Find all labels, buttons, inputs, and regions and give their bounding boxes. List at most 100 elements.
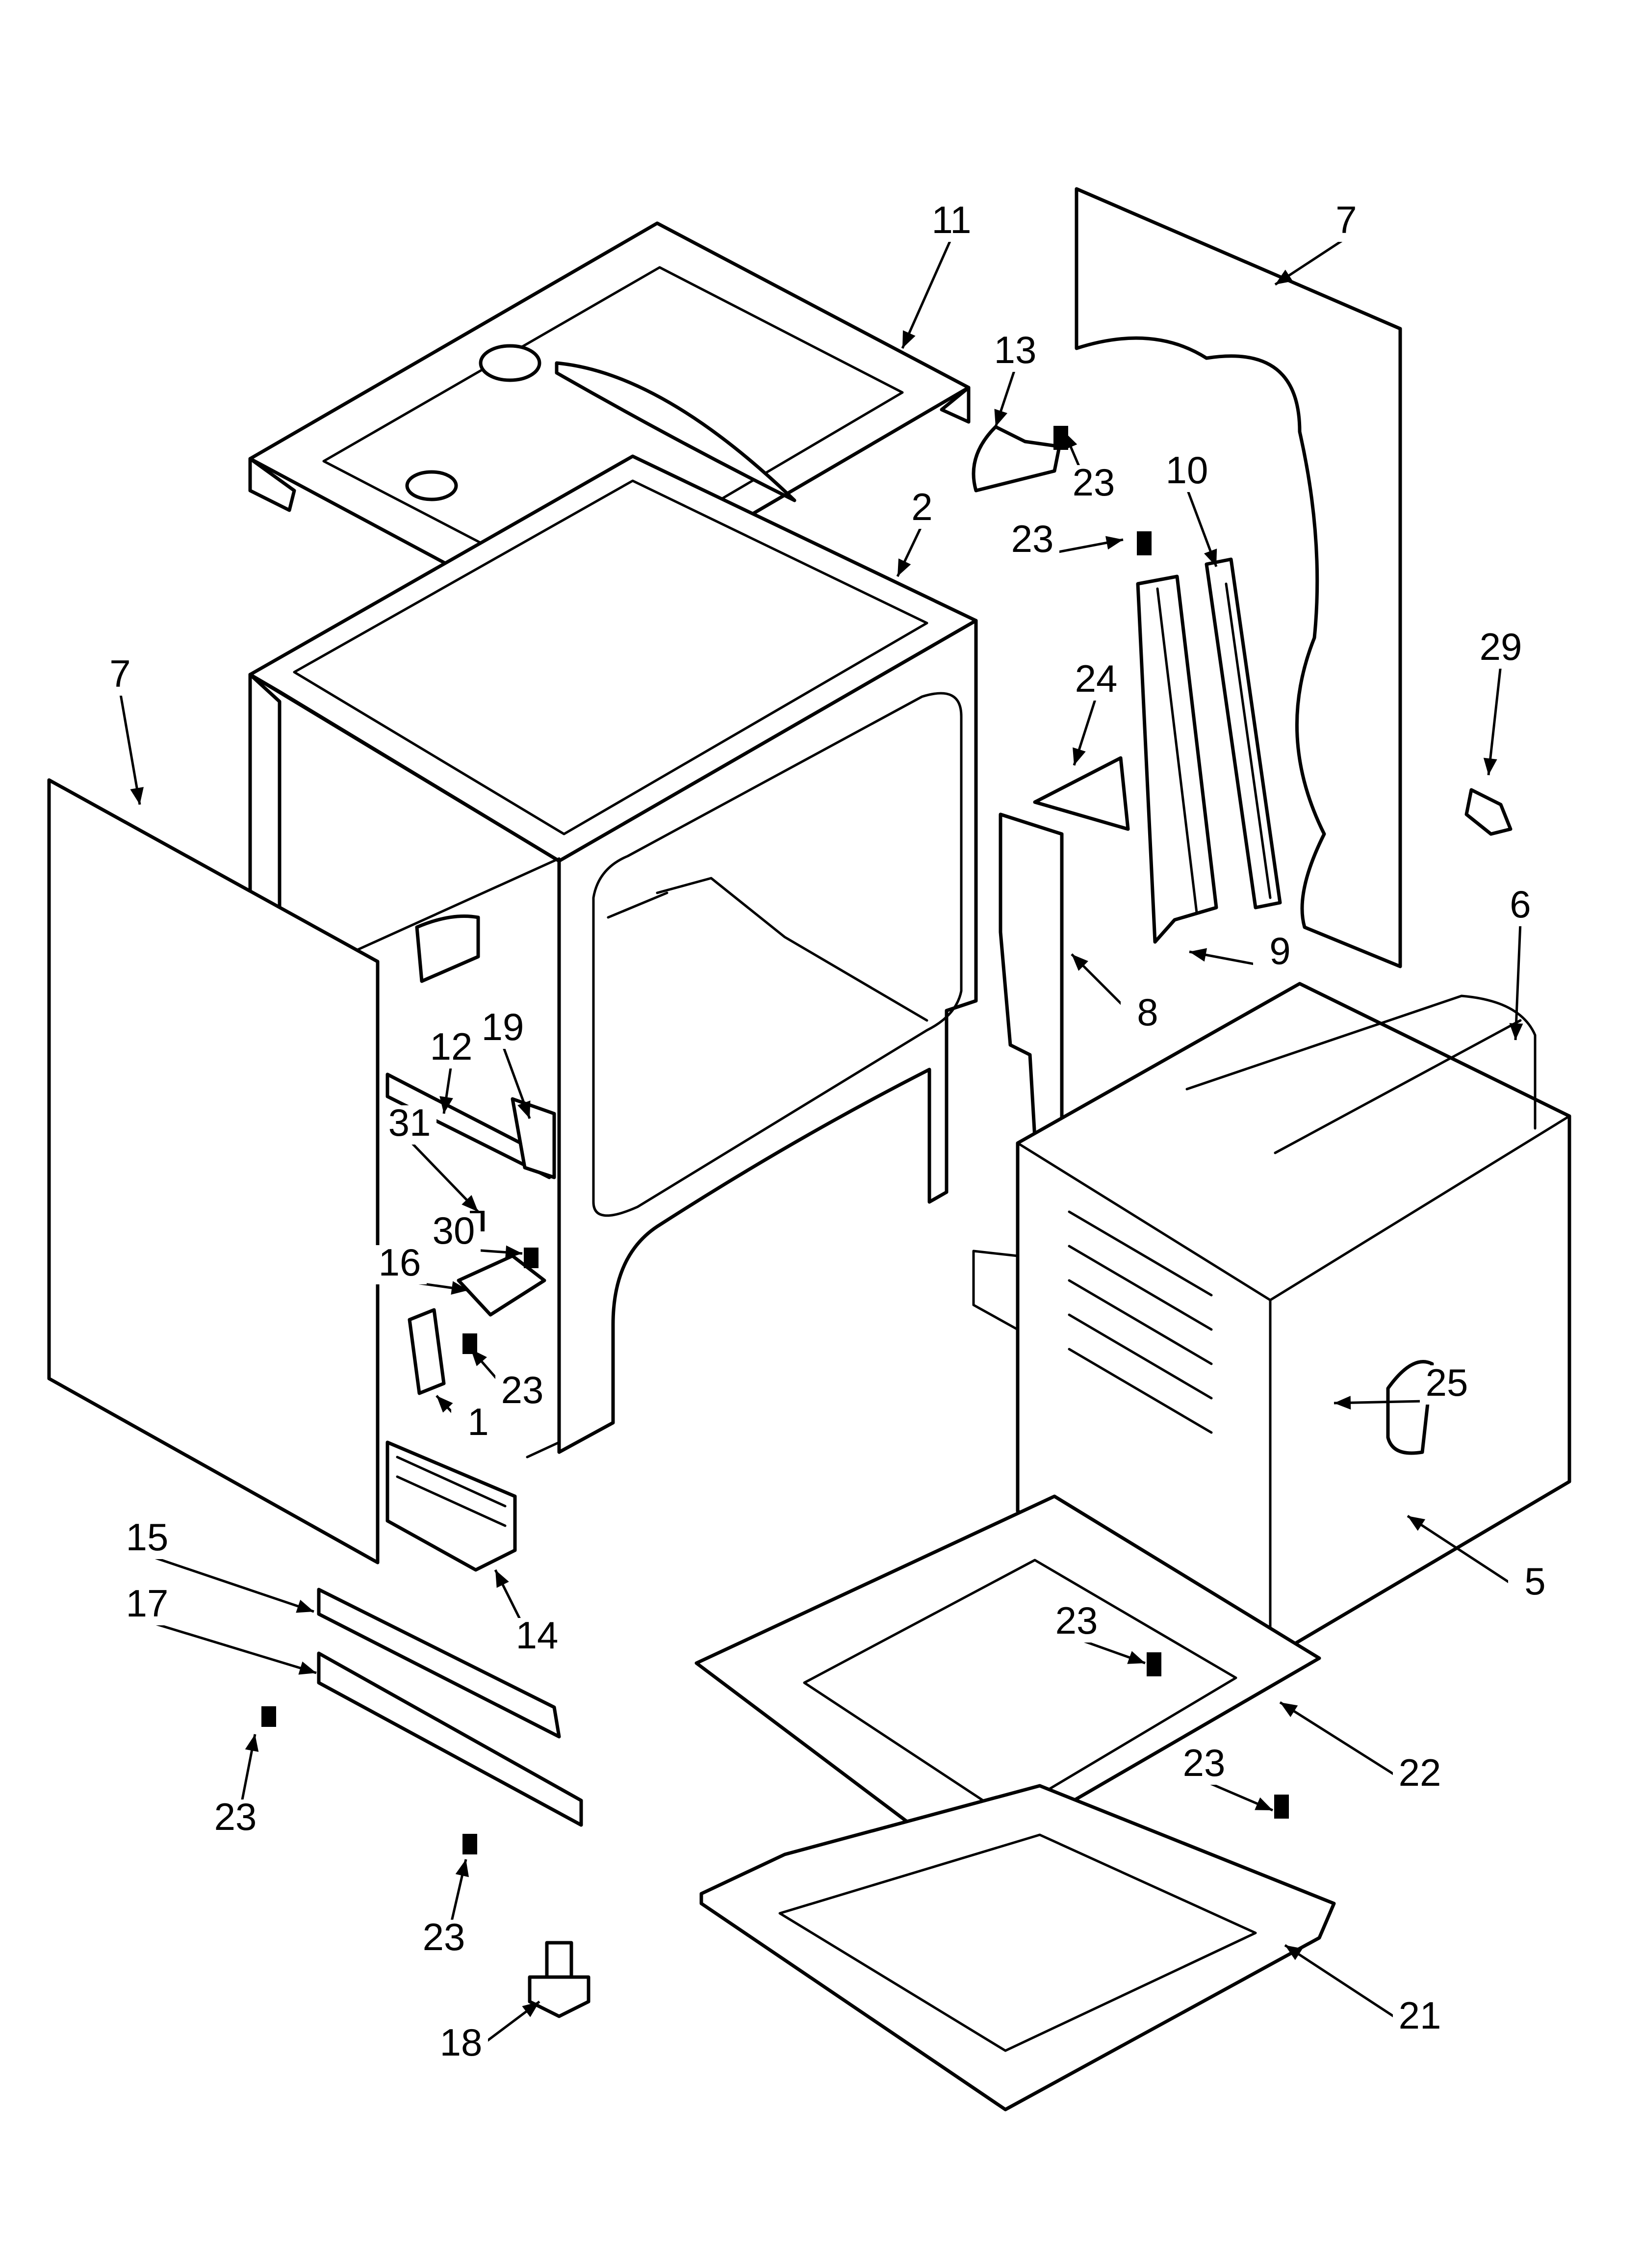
callout-23-c-arrowhead <box>471 1349 487 1366</box>
callout-2: 2 <box>895 485 949 577</box>
callout-16-label: 16 <box>379 1241 421 1284</box>
callout-23-e-label: 23 <box>1183 1741 1226 1784</box>
callout-5: 5 <box>1407 1514 1562 1603</box>
callout-17-arrowhead <box>298 1661 316 1675</box>
leveling-leg-18 <box>528 1941 590 2018</box>
callout-17: 17 <box>120 1582 317 1675</box>
callout-30-arrowhead <box>505 1245 522 1259</box>
callout-29-leader <box>1487 664 1502 776</box>
callout-1-label: 1 <box>467 1400 488 1443</box>
vent-housing-14 <box>385 1440 517 1572</box>
callout-6-leader <box>1514 922 1522 1041</box>
callout-7-right-arrowhead <box>1275 269 1293 285</box>
callout-23-g: 23 <box>417 1859 471 1959</box>
callout-7-left-label: 7 <box>109 652 130 695</box>
callout-14-label: 14 <box>516 1614 559 1657</box>
callout-30-label: 30 <box>433 1209 475 1252</box>
callout-23-b-label: 23 <box>1011 517 1054 560</box>
callout-23-c-label: 23 <box>501 1368 544 1411</box>
callout-21-arrowhead <box>1285 1945 1303 1960</box>
callout-19: 19 <box>476 1005 531 1119</box>
callout-22: 22 <box>1279 1701 1447 1795</box>
callout-30: 30 <box>427 1209 523 1259</box>
callout-18-label: 18 <box>440 2021 483 2064</box>
control-box-1 <box>408 1308 446 1395</box>
callout-5-label: 5 <box>1524 1560 1545 1603</box>
callout-22-label: 22 <box>1399 1751 1441 1794</box>
callout-23-a: 23 <box>1063 431 1121 504</box>
callout-1-arrowhead <box>436 1396 453 1413</box>
callout-11: 11 <box>901 198 978 349</box>
callout-1: 1 <box>436 1395 505 1444</box>
callout-23-f-label: 23 <box>214 1795 257 1838</box>
callout-21-label: 21 <box>1399 1994 1441 2037</box>
callout-11-leader <box>901 237 953 349</box>
callout-29: 29 <box>1474 625 1528 776</box>
callout-7-left-arrowhead <box>130 787 144 805</box>
callout-12: 12 <box>424 1025 478 1114</box>
callout-17-label: 17 <box>126 1582 169 1625</box>
oven-rack-6 <box>1185 994 1537 1154</box>
callout-23-b-arrowhead <box>1105 536 1123 550</box>
callout-14-arrowhead <box>495 1570 509 1588</box>
rear-rail-8 <box>999 812 1064 1140</box>
callout-23-d-label: 23 <box>1055 1599 1098 1642</box>
callout-23-g-label: 23 <box>423 1915 465 1958</box>
callout-11-arrowhead <box>902 330 916 348</box>
callout-8: 8 <box>1071 953 1175 1034</box>
bracket-19 <box>511 1097 556 1179</box>
callout-23-e-arrowhead <box>1255 1797 1273 1810</box>
callout-24-label: 24 <box>1075 657 1118 700</box>
channel-bracket-10 <box>1205 557 1282 910</box>
callout-19-label: 19 <box>482 1005 524 1048</box>
knob-29 <box>1464 788 1513 836</box>
callout-18-arrowhead <box>522 2002 539 2017</box>
callout-6: 6 <box>1493 883 1547 1041</box>
base-pan-21 <box>699 1784 1336 2112</box>
callout-29-label: 29 <box>1480 625 1522 668</box>
callout-21: 21 <box>1284 1944 1447 2037</box>
callout-23-a-arrowhead <box>1064 432 1078 450</box>
callout-14: 14 <box>494 1569 564 1657</box>
callout-12-arrowhead <box>439 1096 453 1114</box>
gusset-24 <box>1033 756 1130 831</box>
callout-7-right: 7 <box>1274 198 1373 286</box>
igniter-control-16 <box>457 1254 546 1317</box>
callout-13-label: 13 <box>994 328 1037 371</box>
callout-23-e: 23 <box>1177 1741 1273 1812</box>
callout-15-arrowhead <box>296 1599 314 1613</box>
callout-23-f: 23 <box>208 1734 262 1839</box>
callout-2-label: 2 <box>911 485 932 528</box>
oven-bottom-22 <box>694 1494 1321 1866</box>
callout-11-label: 11 <box>932 198 972 241</box>
callout-25: 25 <box>1334 1361 1474 1410</box>
callout-18: 18 <box>434 2001 540 2064</box>
callout-16: 16 <box>373 1241 469 1295</box>
callout-8-arrowhead <box>1072 954 1088 971</box>
callout-13: 13 <box>988 328 1042 427</box>
callout-29-arrowhead <box>1483 757 1497 775</box>
channel-bracket-9 <box>1136 574 1218 944</box>
callout-7-right-label: 7 <box>1335 198 1357 241</box>
callout-23-g-arrowhead <box>455 1859 469 1877</box>
callout-2-arrowhead <box>898 558 911 576</box>
callout-23-c: 23 <box>470 1348 549 1412</box>
oven-cavity <box>972 982 1571 1660</box>
side-panel-right <box>1075 187 1402 968</box>
callout-22-arrowhead <box>1280 1702 1298 1717</box>
callout-16-arrowhead <box>451 1281 468 1295</box>
bracket-13 <box>972 425 1061 493</box>
callout-12-label: 12 <box>430 1025 473 1068</box>
callout-24-arrowhead <box>1073 747 1086 765</box>
callout-31-arrowhead <box>462 1195 478 1212</box>
callout-23-b: 23 <box>1005 517 1124 561</box>
callout-9-arrowhead <box>1189 948 1207 962</box>
callout-8-label: 8 <box>1137 991 1158 1034</box>
toe-kick-rail-17 <box>317 1651 583 1827</box>
toe-kick-rail-15 <box>317 1588 561 1739</box>
callout-5-arrowhead <box>1408 1516 1426 1531</box>
callout-15: 15 <box>120 1515 314 1613</box>
callout-6-arrowhead <box>1509 1023 1523 1040</box>
